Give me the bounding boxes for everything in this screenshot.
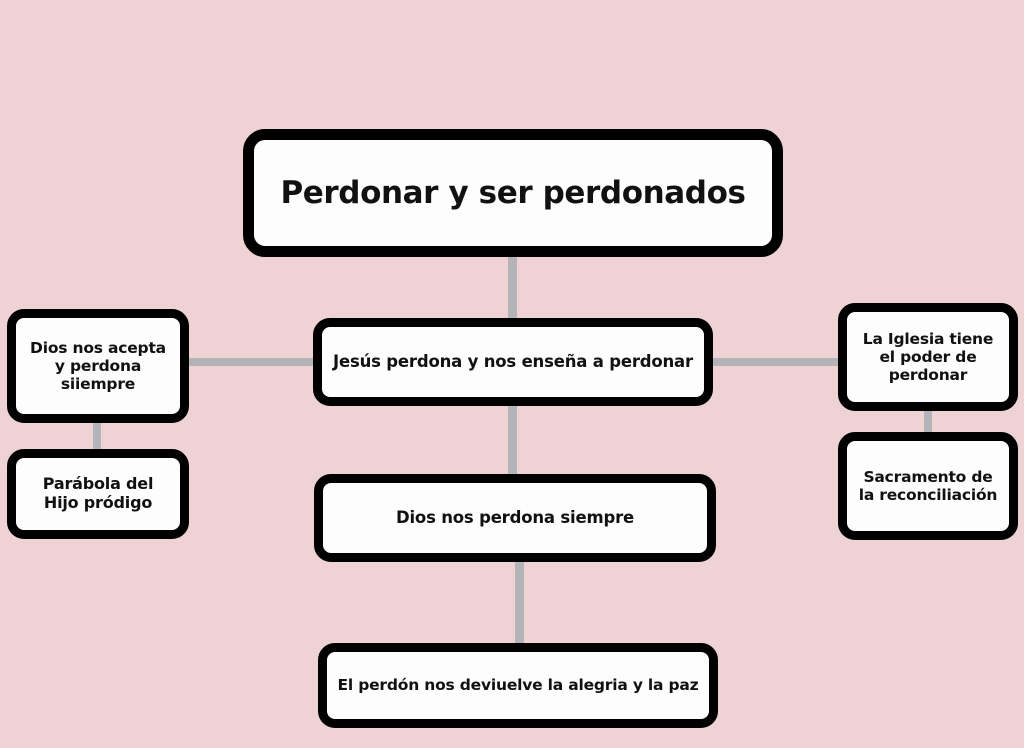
node-center-3-label: El perdón nos deviuelve la alegria y la …: [337, 676, 699, 695]
node-left-1-label: Dios nos acepta y perdona siiempre: [30, 338, 166, 394]
node-el-perdon-nos-devuelve-la-alegria-y-la-paz[interactable]: El perdón nos deviuelve la alegria y la …: [318, 643, 718, 728]
connector-right-1-to-right-2: [924, 404, 932, 440]
connector-left-1-to-left-2: [93, 415, 101, 457]
node-center-1-label: Jesús perdona y nos enseña a perdonar: [333, 352, 693, 372]
node-right-2-label: Sacramento de la reconciliación: [858, 467, 998, 504]
node-sacramento-de-la-reconciliacion[interactable]: Sacramento de la reconciliación: [838, 432, 1018, 540]
node-root-perdonar-y-ser-perdonados[interactable]: Perdonar y ser perdonados: [243, 129, 783, 257]
connector-center-1-to-left-1: [180, 358, 322, 366]
node-dios-nos-acepta-y-perdona-siiempre[interactable]: Dios nos acepta y perdona siiempre: [7, 309, 189, 423]
connector-center-1-to-center-2: [508, 398, 517, 482]
connector-center-2-to-center-3: [515, 554, 524, 650]
node-dios-nos-perdona-siempre[interactable]: Dios nos perdona siempre: [314, 474, 716, 562]
node-la-iglesia-tiene-el-poder-de-perdonar[interactable]: La Iglesia tiene el poder de perdonar: [838, 303, 1018, 411]
connector-center-1-to-right-1: [706, 358, 846, 366]
node-center-2-label: Dios nos perdona siempre: [395, 508, 634, 528]
node-parabola-del-hijo-prodigo[interactable]: Parábola del Hijo pródigo: [7, 449, 189, 539]
node-right-1-label: La Iglesia tiene el poder de perdonar: [862, 329, 994, 385]
node-root-label: Perdonar y ser perdonados: [280, 174, 746, 211]
connector-root-to-center-1: [508, 250, 517, 326]
node-jesus-perdona-y-nos-ensena-a-perdonar[interactable]: Jesús perdona y nos enseña a perdonar: [313, 318, 713, 406]
node-left-2-label: Parábola del Hijo pródigo: [42, 474, 154, 512]
